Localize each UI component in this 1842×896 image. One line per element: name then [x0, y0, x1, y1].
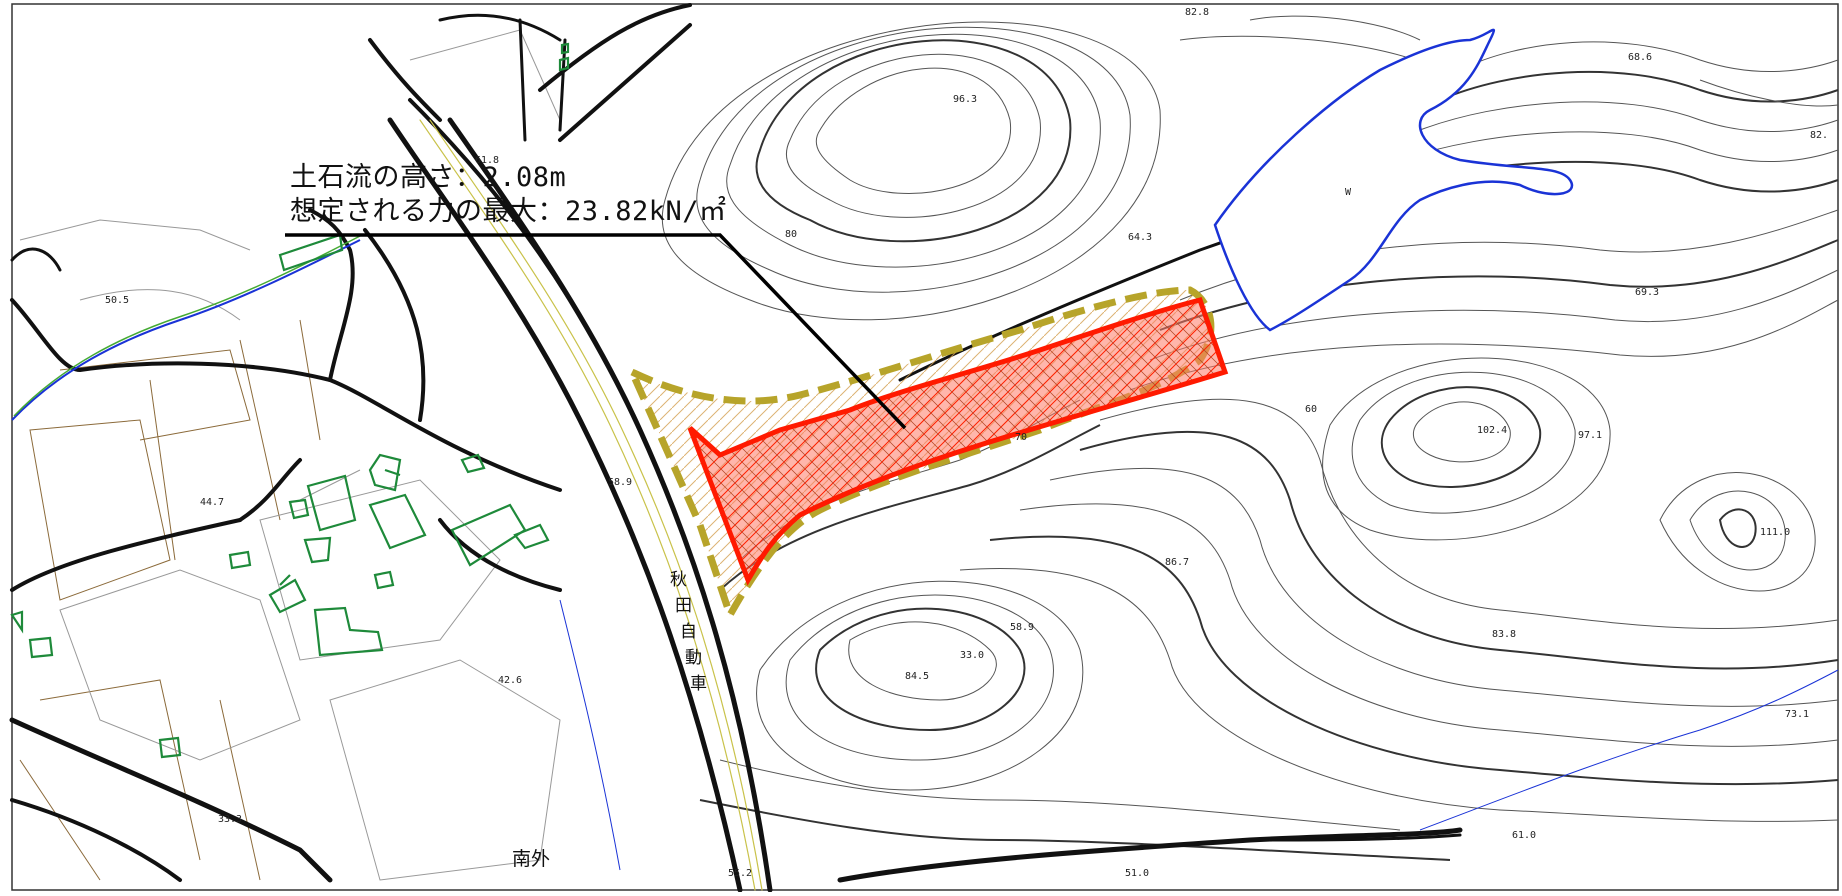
elevation-label: 61.0	[1512, 830, 1536, 841]
elevation-label: 73.1	[1785, 709, 1809, 720]
parcel-lines	[19, 319, 321, 881]
pond	[1213, 28, 1574, 332]
elevation-label: 50.5	[105, 295, 129, 306]
elevation-label: 60	[1305, 404, 1317, 415]
elevation-label: 84.5	[905, 671, 929, 682]
elevation-label: 83.8	[1492, 629, 1516, 640]
field-lines	[19, 29, 561, 881]
elevation-label: 82.8	[1185, 7, 1209, 18]
elevation-label: 111.0	[1760, 527, 1790, 538]
elevation-label: 33.0	[960, 650, 984, 661]
leader-line	[285, 233, 907, 430]
elevation-label: 82.	[1810, 130, 1828, 141]
elevation-label: 61.8	[475, 155, 499, 166]
elevation-label: 33.3	[218, 814, 242, 825]
danger-zone[interactable]	[687, 297, 1229, 586]
elevation-label: 68.6	[1628, 52, 1652, 63]
expressway-char: 動	[685, 648, 702, 668]
expressway-char: 秋	[670, 570, 687, 590]
expressway-char: 車	[690, 674, 707, 694]
streams	[11, 235, 1839, 871]
expressway-char: 田	[675, 596, 692, 616]
elevation-label: 58.9	[608, 477, 632, 488]
elevation-label: 58.9	[1010, 622, 1034, 633]
elevation-label: 51.0	[1125, 868, 1149, 879]
buildings	[10, 42, 570, 759]
expressway-name: 秋 田 自 動 車	[670, 570, 707, 694]
elevation-label: 69.3	[1635, 287, 1659, 298]
elevation-label: 102.4	[1477, 425, 1507, 436]
elevation-label: 70	[1015, 432, 1027, 443]
elevation-label: 44.7	[200, 497, 224, 508]
pond-label: W	[1345, 187, 1352, 198]
elevation-label: 42.6	[498, 675, 522, 686]
elevation-label: 55.2	[728, 868, 752, 879]
elevation-labels: 82.8 68.6 96.3 82. 50.5 64.3 69.3 80 61.…	[105, 7, 1828, 879]
elevation-label: 64.3	[1128, 232, 1152, 243]
elevation-label: 86.7	[1165, 557, 1189, 568]
max-force-label: 想定される力の最大：23.82kN/㎡	[290, 196, 727, 227]
elevation-label: 80	[785, 229, 797, 240]
expressway-char: 自	[680, 622, 697, 642]
debris-flow-height-label: 土石流の高さ：2.08m	[290, 162, 567, 193]
elevation-label: 97.1	[1578, 430, 1602, 441]
elevation-label: 96.3	[953, 94, 977, 105]
town-name: 南外	[512, 848, 550, 870]
expressway	[368, 38, 773, 893]
